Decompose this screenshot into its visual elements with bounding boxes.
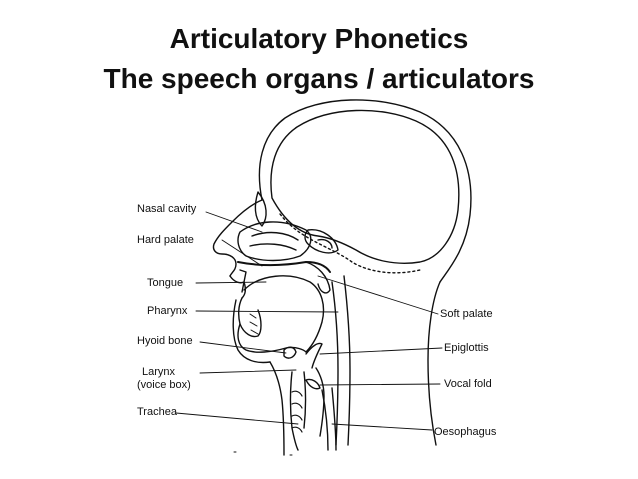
slide-title-line2: The speech organs / articulators	[103, 63, 535, 94]
skull-outline	[258, 99, 472, 283]
label-hyoid-bone: Hyoid bone	[137, 335, 193, 347]
label-epiglottis: Epiglottis	[444, 342, 489, 354]
slide-title-line1: Articulatory Phonetics	[169, 23, 469, 54]
label-soft-palate: Soft palate	[440, 308, 493, 320]
label-larynx: Larynx	[142, 366, 176, 378]
label-hard-palate: Hard palate	[137, 234, 194, 246]
label-oesophagus: Oesophagus	[434, 426, 497, 438]
hyoid-bone-shape	[283, 346, 297, 359]
neck-back	[427, 281, 441, 446]
vocal-fold-shape	[305, 378, 321, 390]
nasal-cavity-shape	[237, 221, 312, 262]
face-profile	[212, 199, 263, 277]
label-tongue: Tongue	[147, 277, 183, 289]
epiglottis-shape	[305, 342, 323, 369]
tongue-shape	[243, 275, 325, 353]
label-pharynx: Pharynx	[147, 305, 188, 317]
label-voice-box: (voice box)	[137, 379, 191, 391]
oesophagus-shape	[321, 387, 337, 451]
brain-cavity	[270, 109, 460, 264]
larynx-shape	[289, 371, 299, 451]
soft-palate-shape	[305, 261, 331, 294]
trachea-rings	[291, 390, 303, 433]
label-trachea: Trachea	[137, 406, 178, 418]
label-nasal-cavity: Nasal cavity	[137, 203, 197, 215]
chin	[232, 299, 271, 364]
neck-front	[269, 361, 285, 456]
label-vocal-fold: Vocal fold	[444, 378, 492, 390]
